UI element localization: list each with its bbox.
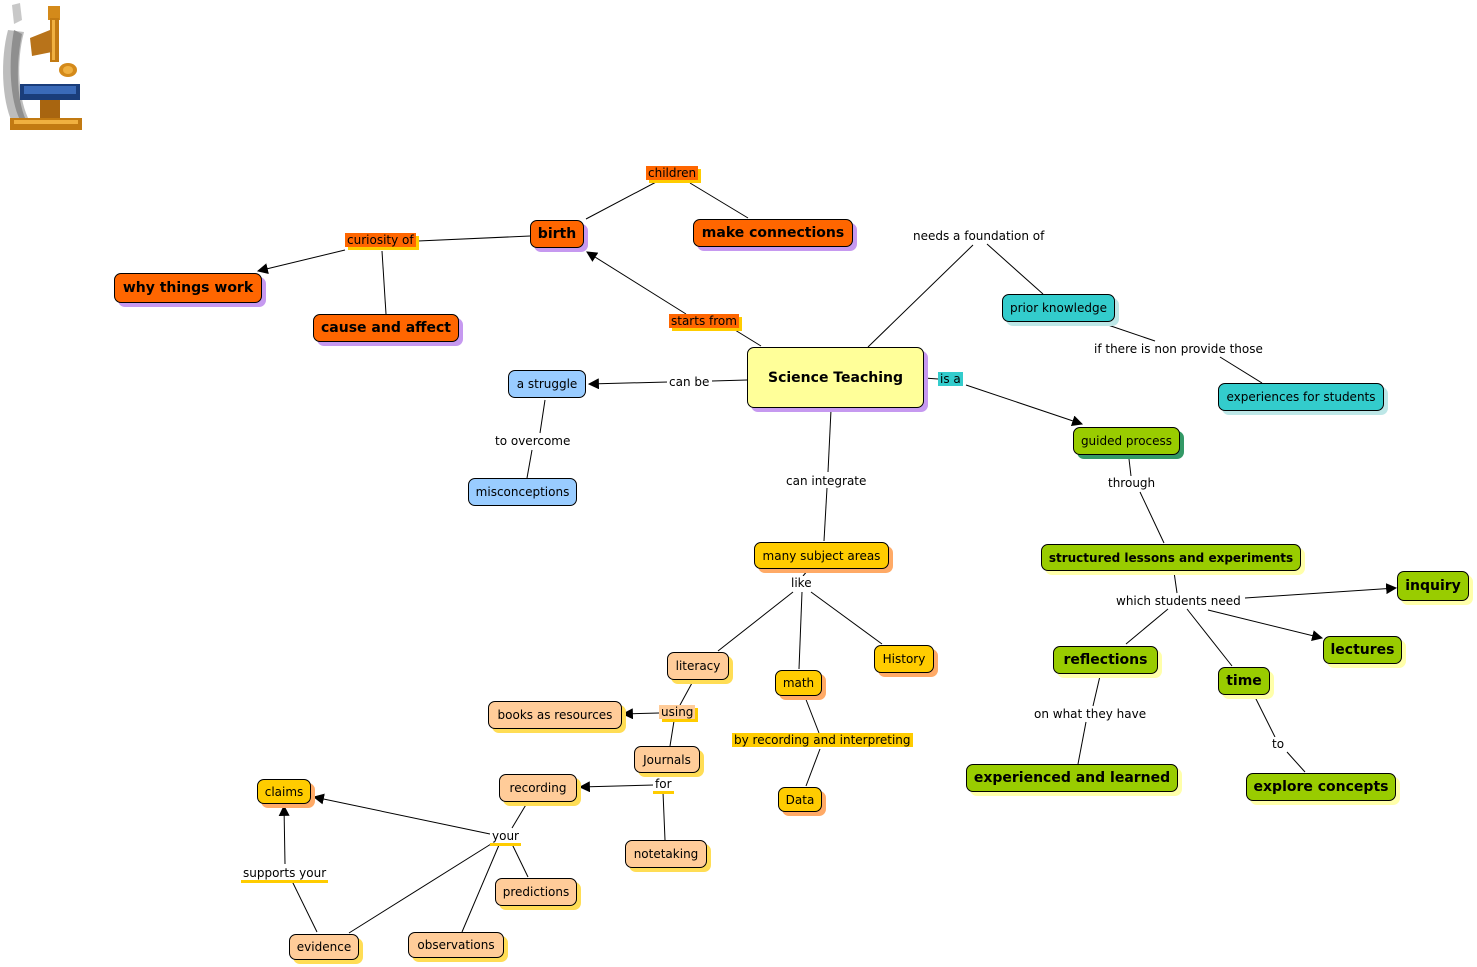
node-history[interactable]: History — [874, 645, 934, 673]
link-label-can-integrate: can integrate — [784, 474, 869, 488]
link-reflections-onwhat — [1092, 675, 1101, 707]
link-science-startsfrom — [734, 329, 762, 347]
link-science-integrate — [827, 409, 832, 473]
node-birth[interactable]: birth — [530, 220, 584, 248]
link-evidence-supports — [291, 880, 318, 933]
node-many-subject-areas[interactable]: many subject areas — [754, 542, 889, 569]
link-literacy-using — [679, 682, 693, 706]
link-which-reflections — [1125, 608, 1169, 645]
link-using-journals — [669, 720, 675, 747]
link-supports-claims — [278, 804, 290, 865]
link-recording-your — [511, 802, 528, 829]
link-your-observations — [461, 844, 500, 933]
link-onwhat-experienced — [1077, 721, 1087, 765]
link-like-math — [798, 591, 803, 670]
link-label-to: to — [1270, 737, 1287, 751]
link-startsfrom-birth — [586, 251, 687, 315]
node-books-as-resources[interactable]: books as resources — [488, 701, 622, 729]
link-label-to-overcome: to overcome — [493, 434, 573, 448]
link-for-recording — [578, 781, 655, 793]
link-which-inquiry — [1244, 583, 1398, 599]
link-label-using: using — [659, 705, 696, 719]
node-math[interactable]: math — [775, 670, 822, 696]
node-claims[interactable]: claims — [257, 779, 311, 804]
node-inquiry[interactable]: inquiry — [1397, 571, 1469, 601]
link-which-time — [1186, 608, 1233, 667]
link-for-notetaking — [662, 791, 666, 841]
link-label-supports-your: supports your — [241, 866, 329, 880]
link-science-canbe — [711, 379, 748, 382]
link-curiosity-whythings — [256, 249, 346, 275]
link-like-literacy — [717, 591, 794, 652]
link-children-connections — [689, 182, 749, 219]
node-experienced-and-learned[interactable]: experienced and learned — [966, 764, 1178, 792]
link-which-lectures — [1207, 609, 1324, 641]
link-prior-ifnon — [1104, 323, 1156, 342]
link-time-to — [1254, 696, 1276, 738]
link-label-curiosity-of: curiosity of — [345, 233, 416, 247]
link-overcome-misconceptions — [526, 449, 533, 479]
link-science-foundation — [867, 244, 974, 348]
link-label-which-students-need: which students need — [1114, 594, 1243, 608]
link-label-if-there-is-non: if there is non provide those — [1092, 342, 1265, 356]
link-structured-which — [1173, 571, 1178, 594]
link-science-isa — [923, 377, 939, 380]
link-label-on-what-they-have: on what they have — [1032, 707, 1149, 721]
link-ifnon-experiences — [1219, 356, 1263, 384]
link-guided-through — [1128, 458, 1132, 477]
node-structured-lessons[interactable]: structured lessons and experiments — [1041, 544, 1301, 571]
link-like-history — [810, 591, 883, 645]
link-curiosity-cause — [381, 250, 387, 315]
link-label-needs-a-foundation-of: needs a foundation of — [911, 229, 1047, 243]
node-explore-concepts[interactable]: explore concepts — [1246, 773, 1396, 801]
link-label-by-recording: by recording and interpreting — [732, 733, 913, 747]
node-make-connections[interactable]: make connections — [693, 219, 853, 247]
link-to-explore — [1286, 751, 1306, 773]
link-label-children: children — [646, 166, 699, 180]
node-journals[interactable]: Journals — [634, 746, 700, 773]
link-subjects-like — [802, 569, 809, 577]
link-your-evidence — [348, 843, 492, 934]
node-lectures[interactable]: lectures — [1323, 636, 1402, 664]
node-notetaking[interactable]: notetaking — [625, 840, 707, 868]
node-experiences-for-students[interactable]: experiences for students — [1218, 383, 1384, 411]
node-recording[interactable]: recording — [499, 774, 577, 802]
node-observations[interactable]: observations — [408, 932, 504, 958]
link-canbe-struggle — [587, 378, 669, 390]
link-your-claims — [312, 793, 491, 835]
node-cause-and-affect[interactable]: cause and affect — [313, 314, 459, 342]
link-label-like: like — [789, 576, 814, 590]
link-isa-guided — [965, 384, 1084, 427]
node-time[interactable]: time — [1218, 667, 1270, 695]
link-integrate-subjects — [823, 487, 828, 542]
link-by-data — [805, 748, 821, 787]
link-your-predictions — [511, 843, 529, 878]
link-label-is-a: is a — [938, 372, 963, 386]
link-label-starts-from: starts from — [669, 314, 739, 328]
node-data[interactable]: Data — [778, 787, 822, 812]
link-struggle-overcome — [539, 399, 546, 434]
link-birth-curiosity — [417, 235, 531, 242]
link-birth-children — [585, 180, 659, 220]
link-using-books — [621, 708, 660, 720]
link-label-through: through — [1106, 476, 1158, 490]
node-why-things-work[interactable]: why things work — [114, 273, 262, 303]
node-evidence[interactable]: evidence — [289, 934, 359, 960]
node-guided-process[interactable]: guided process — [1073, 427, 1180, 455]
node-literacy[interactable]: literacy — [667, 652, 729, 680]
node-reflections[interactable]: reflections — [1053, 646, 1158, 674]
link-label-for: for — [653, 777, 674, 791]
microscope-icon — [3, 3, 82, 130]
node-a-struggle[interactable]: a struggle — [508, 370, 586, 398]
node-prior-knowledge[interactable]: prior knowledge — [1002, 294, 1115, 322]
link-math-by — [804, 696, 820, 734]
link-label-can-be: can be — [667, 375, 712, 389]
node-science-teaching[interactable]: Science Teaching — [747, 347, 924, 408]
link-foundation-prior — [986, 243, 1044, 295]
link-through-structured — [1139, 491, 1165, 544]
node-predictions[interactable]: predictions — [495, 878, 577, 906]
link-label-your: your — [490, 829, 521, 843]
node-misconceptions[interactable]: misconceptions — [468, 478, 577, 506]
